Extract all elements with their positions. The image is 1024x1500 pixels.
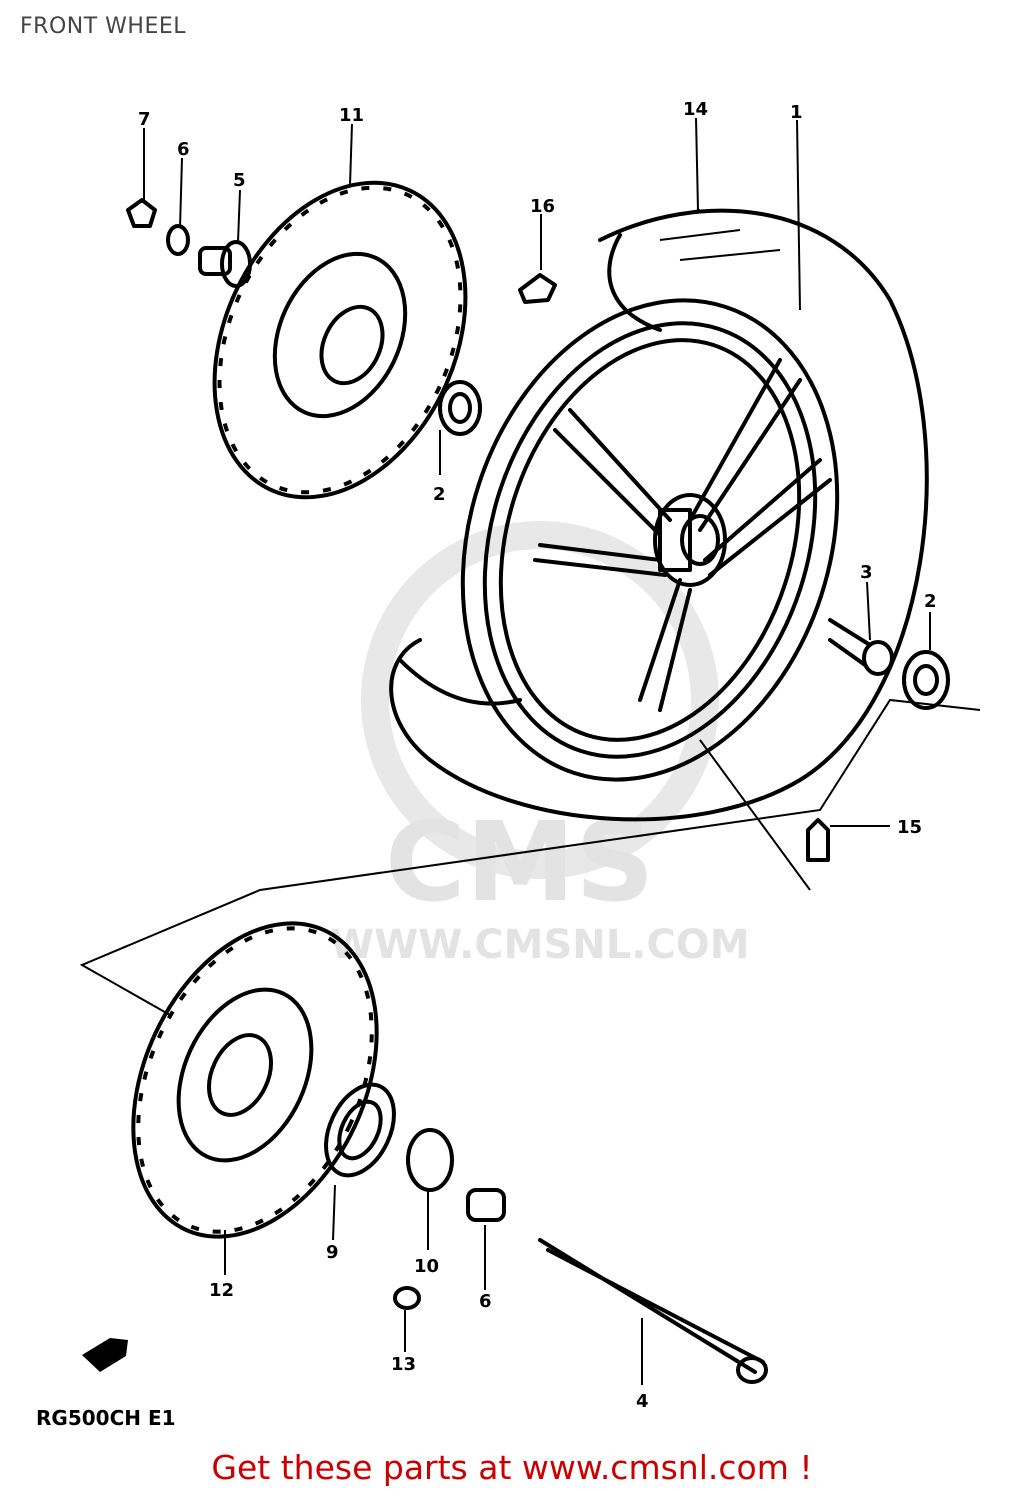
model-code: RG500CH E1 (36, 1406, 176, 1430)
part-label-6: 6 (177, 139, 190, 160)
page-title: FRONT WHEEL (20, 14, 186, 39)
part-label-2-upper: 2 (433, 484, 446, 505)
part-label-14: 14 (683, 99, 708, 120)
part-label-13: 13 (391, 1354, 416, 1375)
cmsnl-link[interactable]: Get these parts at www.cmsnl.com ! (211, 1448, 813, 1487)
part-labels: 7 6 5 11 14 1 16 2 3 2 15 12 9 10 6 13 4 (138, 99, 937, 1412)
front-arrow-icon (82, 1338, 128, 1372)
part-label-16: 16 (530, 196, 555, 217)
watermark-text: WWW.CMSNL.COM (330, 922, 750, 968)
part-label-3: 3 (860, 562, 873, 583)
front-wheel-diagram: CMS WWW.CMSNL.COM (36, 99, 981, 1430)
part-label-5: 5 (233, 170, 246, 191)
wheel-rim (460, 298, 840, 782)
brake-disc-lower (131, 921, 379, 1239)
part-label-6-lower: 6 (479, 1291, 492, 1312)
part-label-15: 15 (897, 817, 922, 838)
part-label-10: 10 (414, 1256, 439, 1277)
part-label-1: 1 (790, 102, 803, 123)
part-label-7: 7 (138, 109, 151, 130)
part-label-11: 11 (339, 105, 364, 126)
brake-disc-upper (212, 180, 468, 500)
guide-lines (79, 698, 981, 1016)
part-label-9: 9 (326, 1242, 339, 1263)
part-label-4: 4 (636, 1391, 649, 1412)
small-parts (126, 198, 950, 1384)
part-label-12: 12 (209, 1280, 234, 1301)
tire (389, 208, 929, 822)
watermark: CMS WWW.CMSNL.COM (330, 521, 750, 968)
part-label-2-right: 2 (924, 591, 937, 612)
leader-lines (143, 117, 931, 1385)
